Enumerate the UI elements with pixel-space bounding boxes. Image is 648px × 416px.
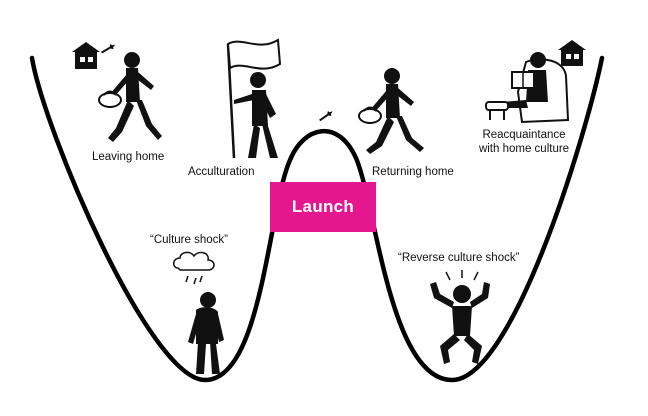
airplane-icon [319,111,333,122]
person-walking-with-bag-icon [98,52,162,142]
label-reacquaintance-line2: with home culture [478,143,570,155]
house-icon [72,42,100,69]
label-reacquaintance: Reacquaintance with home culture [470,128,578,156]
person-walking-with-bag-icon [358,68,424,154]
person-reading-in-armchair-icon [485,52,570,124]
airplane-icon [101,44,116,54]
person-holding-flag-icon [226,38,282,159]
rain-cloud-icon [173,251,215,285]
label-reverse-culture-shock: “Reverse culture shock” [398,252,520,264]
label-returning-home: Returning home [372,166,454,178]
sad-person-icon [188,292,224,374]
label-leaving-home: Leaving home [92,151,165,163]
stressed-person-icon [430,270,490,364]
launch-box: Launch [270,182,376,232]
adjustment-curve [29,55,605,383]
label-reacquaintance-line1: Reacquaintance [482,129,566,141]
label-culture-shock: “Culture shock” [150,234,228,246]
house-icon [558,40,586,66]
label-acculturation: Acculturation [188,166,255,178]
